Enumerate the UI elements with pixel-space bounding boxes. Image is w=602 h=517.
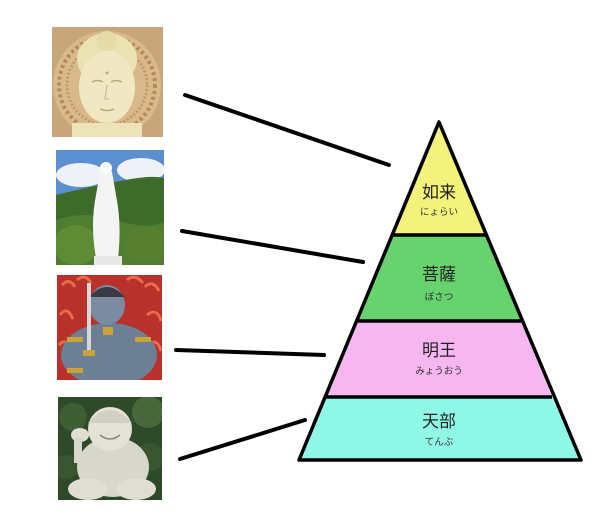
tier-tenbu-title: 天部 [422, 412, 456, 432]
tier-myoo [326, 321, 552, 397]
image-nyorai-buddha [52, 27, 163, 137]
tier-myoo-title: 明王 [422, 341, 456, 361]
connector-line-tenbu [178, 418, 307, 461]
tier-tenbu-reading: てんぶ [425, 437, 454, 448]
tier-bosatsu [357, 235, 521, 321]
connector-line-bosatsu [180, 229, 365, 264]
tier-bosatsu-reading: ぼさつ [425, 292, 454, 303]
connector-line-nyorai [183, 93, 391, 167]
tier-nyorai [393, 122, 485, 235]
pyramid-outline [297, 120, 583, 462]
image-myoo-fudo [57, 275, 162, 380]
tier-bosatsu-title: 菩薩 [422, 265, 456, 285]
image-tenbu-daikokuten [58, 397, 162, 500]
tier-nyorai-title: 如来 [422, 183, 456, 203]
tier-nyorai-reading: にょらい [420, 207, 458, 218]
image-bosatsu-kannon [56, 150, 164, 265]
tier-tenbu [299, 397, 581, 460]
tier-myoo-reading: みょうおう [415, 366, 463, 377]
connector-line-myoo [174, 348, 326, 357]
